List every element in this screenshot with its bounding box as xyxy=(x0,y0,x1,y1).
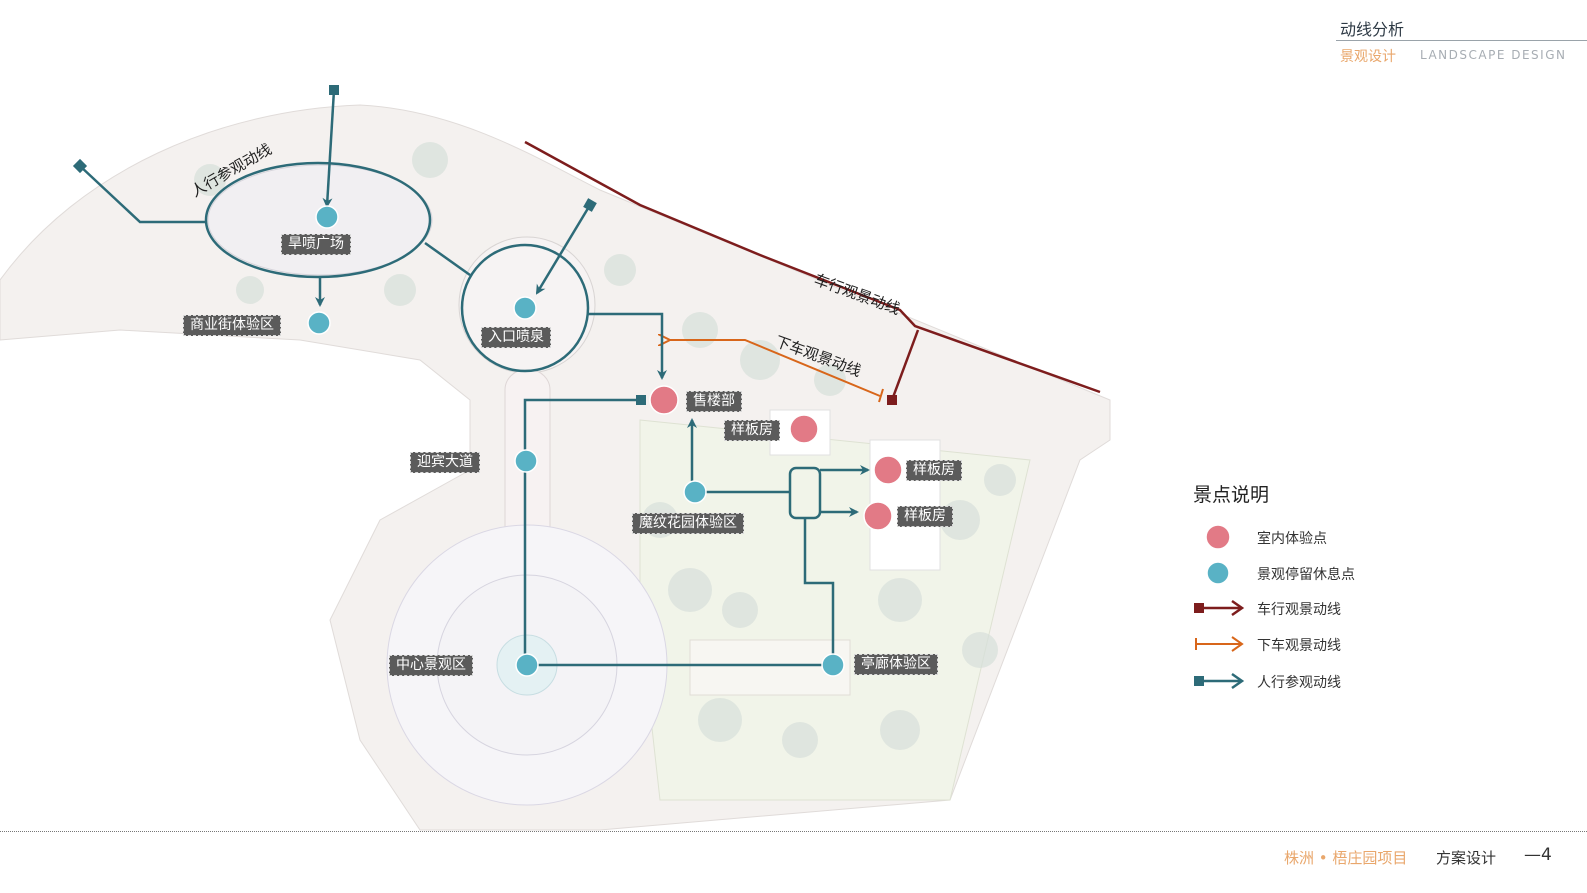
legend-item: 景观停留休息点 xyxy=(1190,560,1430,586)
tag-pavilion: 亭廊体验区 xyxy=(854,654,938,675)
legend-label: 下车观景动线 xyxy=(1257,638,1341,654)
rest-point-fountain-plaza xyxy=(315,205,339,229)
rest-point-magic-garden xyxy=(683,480,707,504)
legend-item: 车行观景动线 xyxy=(1190,595,1430,621)
tag-entrance-fountain: 入口喷泉 xyxy=(481,327,551,348)
pedestrian-routes xyxy=(79,89,870,667)
footer-section: 方案设计 xyxy=(1436,849,1497,867)
page-subtitle: 景观设计 xyxy=(1340,49,1396,65)
vehicle-route-end-marker xyxy=(887,395,897,405)
legend-label: 人行参观动线 xyxy=(1257,675,1341,691)
tag-central-landscape: 中心景观区 xyxy=(389,655,473,676)
tag-fountain-plaza: 旱喷广场 xyxy=(281,234,351,255)
page-title: 动线分析 xyxy=(1340,20,1405,39)
tag-sales-office: 售楼部 xyxy=(686,391,742,412)
teal-circle-icon xyxy=(1206,561,1230,585)
page-subtitle-en: LANDSCAPE DESIGN xyxy=(1420,48,1567,62)
rest-point-welcome-avenue xyxy=(514,449,538,473)
vehicle-route-branch xyxy=(890,329,920,401)
tag-model-house-1: 样板房 xyxy=(724,420,780,441)
legend-item: 室内体验点 xyxy=(1190,524,1430,550)
legend-item: 下车观景动线 xyxy=(1190,631,1430,657)
rest-points xyxy=(307,205,845,677)
rest-point-central-landscape xyxy=(515,653,539,677)
footer-divider xyxy=(0,831,1587,832)
indoor-point-sales-office xyxy=(649,385,679,415)
teal-arrow-icon xyxy=(1194,672,1245,690)
tag-commercial-street: 商业街体验区 xyxy=(183,315,281,336)
tag-magic-garden: 魔纹花园体验区 xyxy=(632,513,744,534)
footer-project-name: 株洲 • 梧庄园项目 xyxy=(1284,849,1408,867)
vehicle-route-line xyxy=(524,140,1101,394)
indoor-point-model-house-1 xyxy=(789,414,819,444)
dropoff-route-end-marker xyxy=(878,388,884,403)
rest-point-pavilion xyxy=(821,653,845,677)
rest-point-commercial-street xyxy=(307,311,331,335)
indoor-point-model-house-3 xyxy=(863,501,893,531)
page-number: —4 xyxy=(1524,845,1552,865)
rest-point-entrance-fountain xyxy=(513,296,537,320)
pedestrian-route-start-marker xyxy=(636,395,646,405)
tag-welcome-avenue: 迎宾大道 xyxy=(410,452,480,473)
dropoff-route-line xyxy=(668,340,881,397)
legend-item: 人行参观动线 xyxy=(1190,668,1430,694)
tag-model-house-3: 样板房 xyxy=(897,506,953,527)
legend-label: 车行观景动线 xyxy=(1257,602,1341,618)
header-divider xyxy=(1336,40,1587,41)
indoor-points xyxy=(649,385,903,531)
pedestrian-route-start-marker xyxy=(583,198,597,212)
orange-arrow-icon xyxy=(1195,636,1244,652)
tag-model-house-2: 样板房 xyxy=(906,460,962,481)
legend-title: 景点说明 xyxy=(1193,484,1270,506)
legend-label: 室内体验点 xyxy=(1257,531,1327,547)
pink-circle-icon xyxy=(1205,524,1231,550)
legend-label: 景观停留休息点 xyxy=(1257,567,1355,583)
dark-red-arrow-icon xyxy=(1194,599,1245,617)
pedestrian-route-start-marker xyxy=(329,85,339,95)
indoor-point-model-house-2 xyxy=(873,455,903,485)
